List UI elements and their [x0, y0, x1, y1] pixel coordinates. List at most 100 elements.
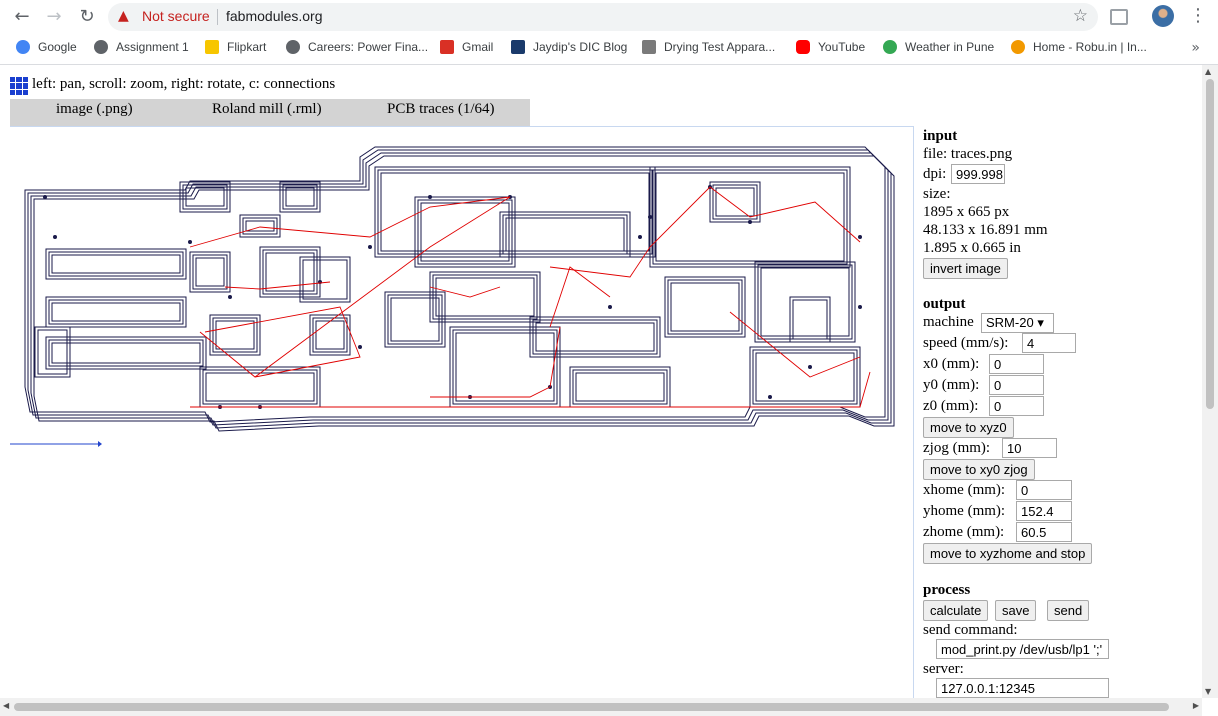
bookmark-robu[interactable]: Home - Robu.in | In...	[1011, 40, 1147, 58]
bookmark-dic-blog[interactable]: Jaydip's DIC Blog	[511, 40, 627, 58]
zjog-label: zjog (mm):	[923, 440, 991, 456]
calculate-button[interactable]: calculate	[923, 600, 989, 621]
bookmark-weather[interactable]: Weather in Pune	[883, 40, 994, 58]
bookmark-google[interactable]: Google	[16, 40, 77, 58]
trace-offset	[279, 181, 321, 213]
trace-offset	[285, 187, 315, 207]
trace-offset	[282, 184, 318, 210]
trace-offset	[760, 267, 850, 337]
bookmarks-bar: Google Assignment 1 Flipkart Careers: Po…	[0, 34, 1218, 65]
more-bookmarks-icon[interactable]: »	[1191, 40, 1200, 56]
scroll-left-arrow-icon[interactable]: ◀	[3, 701, 10, 710]
trace-offset	[455, 332, 555, 402]
move-to-xyz0-button[interactable]: move to xyz0	[923, 417, 1014, 438]
tab-image-png[interactable]: image (.png)	[56, 101, 133, 117]
trace-offset	[312, 317, 348, 353]
bookmark-label: Google	[38, 40, 77, 54]
z0-label: z0 (mm):	[923, 398, 979, 414]
trace-offset	[45, 248, 187, 280]
tab-pcb-traces[interactable]: PCB traces (1/64)	[387, 101, 495, 117]
xhome-input[interactable]: 0	[1016, 480, 1072, 500]
trace-offset	[299, 256, 351, 303]
pad-dot	[768, 395, 772, 399]
bookmark-assignment[interactable]: Assignment 1	[94, 40, 189, 58]
vertical-scrollbar[interactable]: ▲ ▼	[1202, 65, 1218, 698]
scroll-right-arrow-icon[interactable]: ▶	[1192, 701, 1199, 710]
trace-offset	[390, 297, 440, 342]
trace-offset	[182, 184, 228, 210]
warning-icon: ▲	[118, 8, 129, 24]
horizontal-scroll-thumb[interactable]	[14, 703, 1169, 711]
pad-dot	[358, 345, 362, 349]
trace-offset	[754, 261, 856, 343]
size-mm: 48.133 x 16.891 mm	[923, 222, 1048, 238]
pad-dot	[228, 295, 232, 299]
horizontal-scrollbar[interactable]: ◀ ▶	[0, 698, 1202, 716]
url-text[interactable]: fabmodules.org	[226, 8, 323, 24]
trace-offset	[302, 259, 348, 300]
trace-offset	[37, 329, 68, 375]
pcb-toolpath-view[interactable]	[10, 127, 913, 698]
trace-offset	[670, 282, 740, 332]
speed-input[interactable]: 4	[1022, 333, 1076, 353]
drying-test-icon	[642, 40, 656, 54]
menu-kebab-icon[interactable]: ⋮	[1189, 5, 1207, 26]
address-bar[interactable]: ▲ Not secure fabmodules.org ☆	[108, 3, 1098, 31]
bookmark-youtube[interactable]: YouTube	[796, 40, 865, 58]
bookmark-gmail[interactable]: Gmail	[440, 40, 493, 58]
vertical-scroll-thumb[interactable]	[1206, 79, 1214, 409]
trace-offset	[575, 372, 665, 402]
bookmark-label: Gmail	[462, 40, 494, 54]
bookmark-label: YouTube	[818, 40, 866, 54]
toolpath-canvas[interactable]	[10, 126, 914, 698]
module-tabs: image (.png) Roland mill (.rml) PCB trac…	[10, 99, 530, 126]
pad-dot	[748, 220, 752, 224]
forward-arrow-icon[interactable]: →	[46, 6, 62, 27]
bookmark-label: Assignment 1	[116, 40, 189, 54]
trace-offset	[792, 299, 828, 340]
invert-image-button[interactable]: invert image	[923, 258, 1008, 279]
server-input[interactable]: 127.0.0.1:12345	[936, 678, 1109, 698]
trace-offset	[417, 199, 513, 265]
bookmark-careers[interactable]: Careers: Power Fina...	[286, 40, 428, 58]
zhome-input[interactable]: 60.5	[1016, 522, 1072, 542]
connection-line	[189, 196, 511, 248]
scroll-up-arrow-icon[interactable]: ▲	[1205, 67, 1212, 76]
dpi-input[interactable]: 999.998	[951, 164, 1005, 184]
connection-lines	[189, 186, 871, 408]
z0-input[interactable]: 0	[989, 396, 1044, 416]
save-button[interactable]: save	[995, 600, 1037, 621]
trace-offset	[30, 152, 892, 429]
scroll-down-arrow-icon[interactable]: ▼	[1205, 687, 1212, 696]
profile-avatar[interactable]	[1152, 5, 1174, 27]
size-label: size:	[923, 186, 951, 202]
bookmark-star-icon[interactable]: ☆	[1072, 6, 1088, 26]
tab-roland-mill[interactable]: Roland mill (.rml)	[212, 101, 322, 117]
trace-offset	[179, 181, 231, 213]
url-divider	[217, 9, 218, 25]
extension-icon[interactable]	[1110, 9, 1128, 25]
trace-offset	[239, 214, 281, 238]
trace-offset	[48, 299, 184, 325]
zjog-input[interactable]: 10	[1002, 438, 1057, 458]
x0-input[interactable]: 0	[989, 354, 1044, 374]
yhome-input[interactable]: 152.4	[1016, 501, 1072, 521]
trace-offset	[649, 166, 851, 268]
send-button[interactable]: send	[1047, 600, 1090, 621]
bookmark-flipkart[interactable]: Flipkart	[205, 40, 266, 58]
machine-select[interactable]: SRM-20 ▾	[981, 313, 1054, 333]
trace-offset	[262, 249, 318, 295]
move-to-xy0-zjog-button[interactable]: move to xy0 zjog	[923, 459, 1035, 480]
flipkart-icon	[205, 40, 219, 54]
trace-offset	[712, 184, 758, 220]
bookmark-drying-test[interactable]: Drying Test Appara...	[642, 40, 775, 58]
trace-offset	[435, 277, 535, 317]
y0-input[interactable]: 0	[989, 375, 1044, 395]
trace-offset	[202, 369, 318, 405]
reload-icon[interactable]: ↻	[79, 6, 95, 27]
send-command-input[interactable]: mod_print.py /dev/usb/lp1 ';'	[936, 639, 1109, 659]
back-arrow-icon[interactable]: ←	[14, 6, 30, 27]
trace-offset	[387, 294, 443, 345]
bookmark-label: Weather in Pune	[905, 40, 995, 54]
move-to-xyzhome-button[interactable]: move to xyzhome and stop	[923, 543, 1093, 564]
